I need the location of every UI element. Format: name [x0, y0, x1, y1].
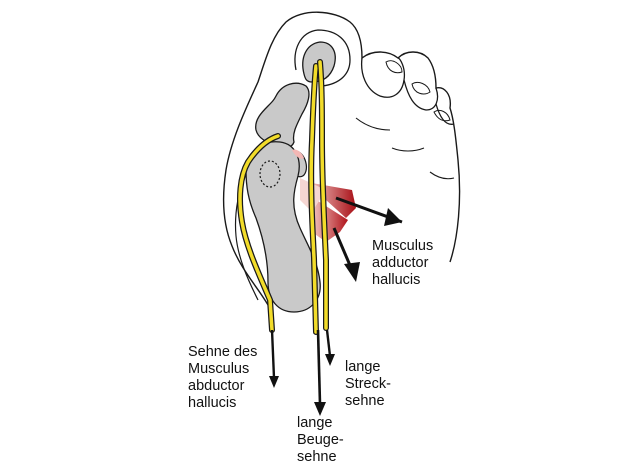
label-sehne-abductor-hallucis: Sehne des Musculus abductor hallucis [188, 344, 257, 412]
label-line: Sehne des [188, 344, 257, 361]
label-line: sehne [345, 393, 391, 410]
arrow-abductor-tendon [272, 330, 274, 378]
label-lange-strecksehne: lange Streck- sehne [345, 359, 391, 410]
label-line: adductor [372, 255, 433, 272]
label-line: hallucis [188, 395, 257, 412]
arrow-extensor-tendon-head [325, 354, 335, 366]
arrow-extensor-tendon [327, 330, 330, 356]
label-line: lange [345, 359, 391, 376]
label-line: lange [297, 415, 344, 432]
label-lange-beugesehne: lange Beuge- sehne [297, 415, 344, 466]
arrow-abductor-tendon-head [269, 376, 279, 388]
label-line: hallucis [372, 272, 433, 289]
label-line: Musculus [188, 361, 257, 378]
label-line: sehne [297, 449, 344, 466]
label-line: Beuge- [297, 432, 344, 449]
arrow-flexor-tendon-head [314, 402, 326, 416]
arrow-flexor-tendon [318, 330, 320, 404]
label-line: Musculus [372, 238, 433, 255]
label-line: Streck- [345, 376, 391, 393]
label-musculus-adductor-hallucis: Musculus adductor hallucis [372, 238, 433, 289]
label-line: abductor [188, 378, 257, 395]
